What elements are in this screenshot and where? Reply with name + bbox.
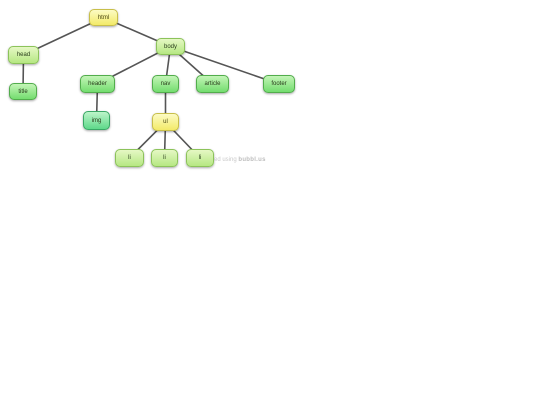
watermark: ed using bubbl.us (214, 157, 266, 163)
node-html[interactable]: html (89, 9, 118, 26)
edge-body-footer (169, 45, 280, 85)
node-article[interactable]: article (196, 75, 229, 93)
node-li-2[interactable]: li (151, 149, 178, 167)
node-body[interactable]: body (156, 38, 185, 55)
node-li-1[interactable]: li (115, 149, 144, 167)
node-title[interactable]: title (9, 83, 37, 100)
node-head[interactable]: head (8, 46, 39, 64)
node-footer[interactable]: footer (263, 75, 295, 93)
node-header[interactable]: header (80, 75, 115, 93)
node-ul[interactable]: ul (152, 113, 179, 131)
watermark-prefix: ed using (214, 157, 237, 163)
node-img[interactable]: img (83, 111, 110, 130)
watermark-brand: bubbl.us (238, 157, 266, 163)
node-li-3[interactable]: li (186, 149, 214, 167)
node-nav[interactable]: nav (152, 75, 179, 93)
